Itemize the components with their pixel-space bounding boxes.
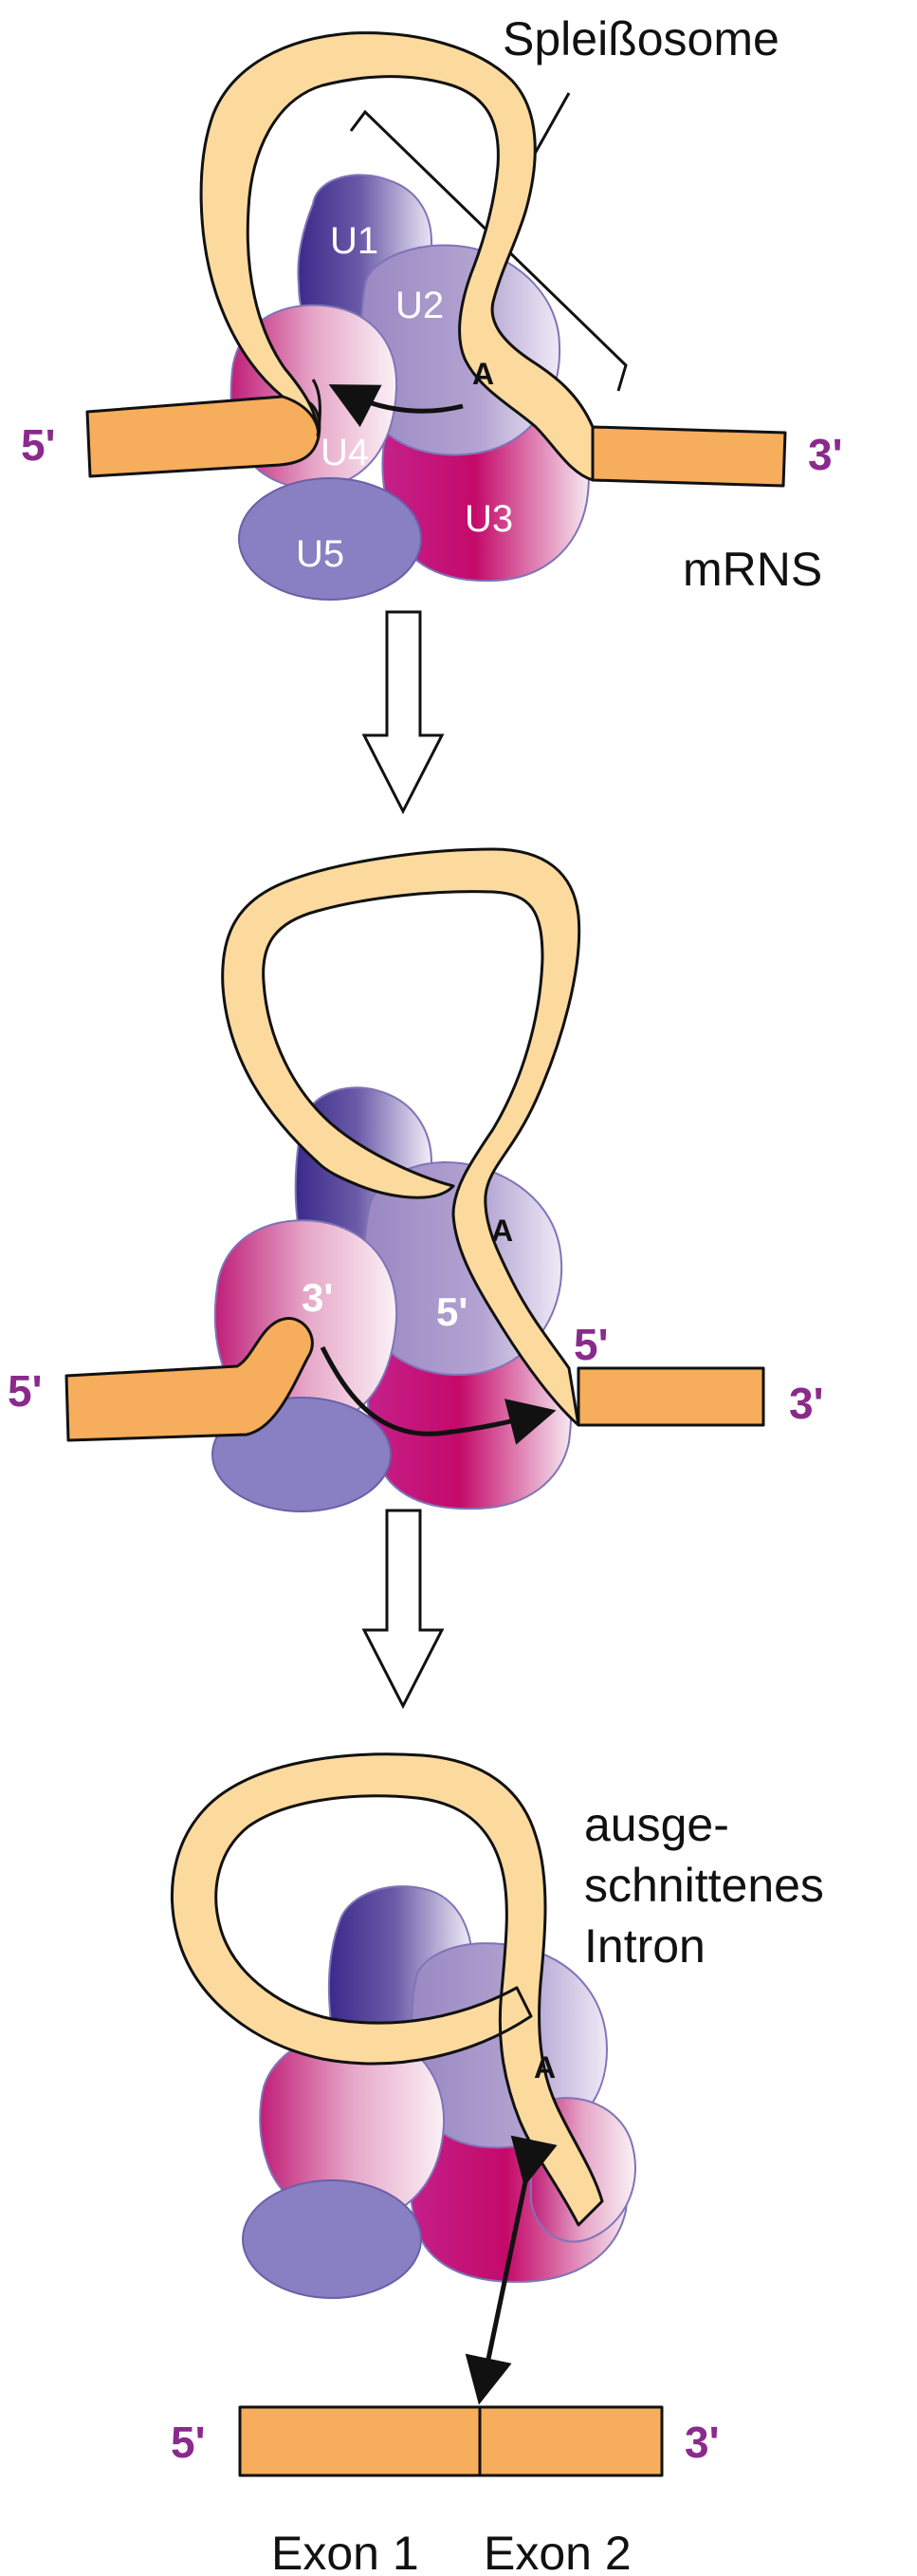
subunit-u5 [238,477,422,601]
intron-label-line-1: ausge- [584,1798,729,1851]
release-arrow [465,2135,558,2405]
process-arrow-1 [361,610,445,815]
label-u5: U5 [296,533,344,575]
transfer-arrow [320,1345,557,1445]
label-u1: U1 [330,220,378,262]
exon2-label: Exon 2 [484,2527,632,2576]
label-3prime-s2: 3' [789,1379,824,1428]
label-3prime-s3: 3' [685,2418,720,2467]
branch-site-a: A [472,357,494,391]
spliceosome-label: Spleißosome [503,12,779,65]
exon-1 [238,2405,482,2477]
branch-site-a-s3: A [534,2050,556,2085]
stage-3: A ausge- schnittenes Intron 5' 3' Exon 1… [170,1752,824,2576]
exon-2 [478,2405,664,2477]
label-5prime: 5' [21,420,56,470]
intron-loop-s2 [221,847,581,1427]
intron-label-line-2: schnittenes [584,1859,824,1912]
exon-left-s2 [64,1317,314,1442]
mrna-label: mRNS [683,543,822,596]
intron-label-line-3: Intron [584,1919,706,1973]
label-inner-5prime: 5' [436,1289,468,1334]
intron-loop [199,31,595,482]
label-u3: U3 [465,498,513,540]
exon1-label: Exon 1 [271,2527,419,2576]
label-u2: U2 [395,285,444,326]
label-5prime-s3: 5' [171,2418,206,2467]
label-right-exon-5prime: 5' [574,1320,609,1369]
stage-2: A 3' 5' 5' 5' 3' [8,847,824,1710]
branch-site-a-s2: A [491,1214,513,1248]
branch-arrow [328,384,464,428]
exon-left [85,395,321,478]
exon-right [591,425,787,488]
intron-overlay [311,379,321,437]
exon-right-s2 [577,1366,765,1427]
label-5prime-s2: 5' [8,1366,43,1416]
process-arrow-2 [361,1509,445,1710]
subunit-u5-s3 [242,2179,422,2299]
intron-lariat [170,1752,604,2227]
label-inner-3prime: 3' [302,1275,333,1320]
label-3prime: 3' [808,430,843,479]
stage-1: U1 U2 U3 U4 U5 A Spleißosome 5' 3' mRNS [21,12,843,815]
label-u4: U4 [321,432,369,473]
